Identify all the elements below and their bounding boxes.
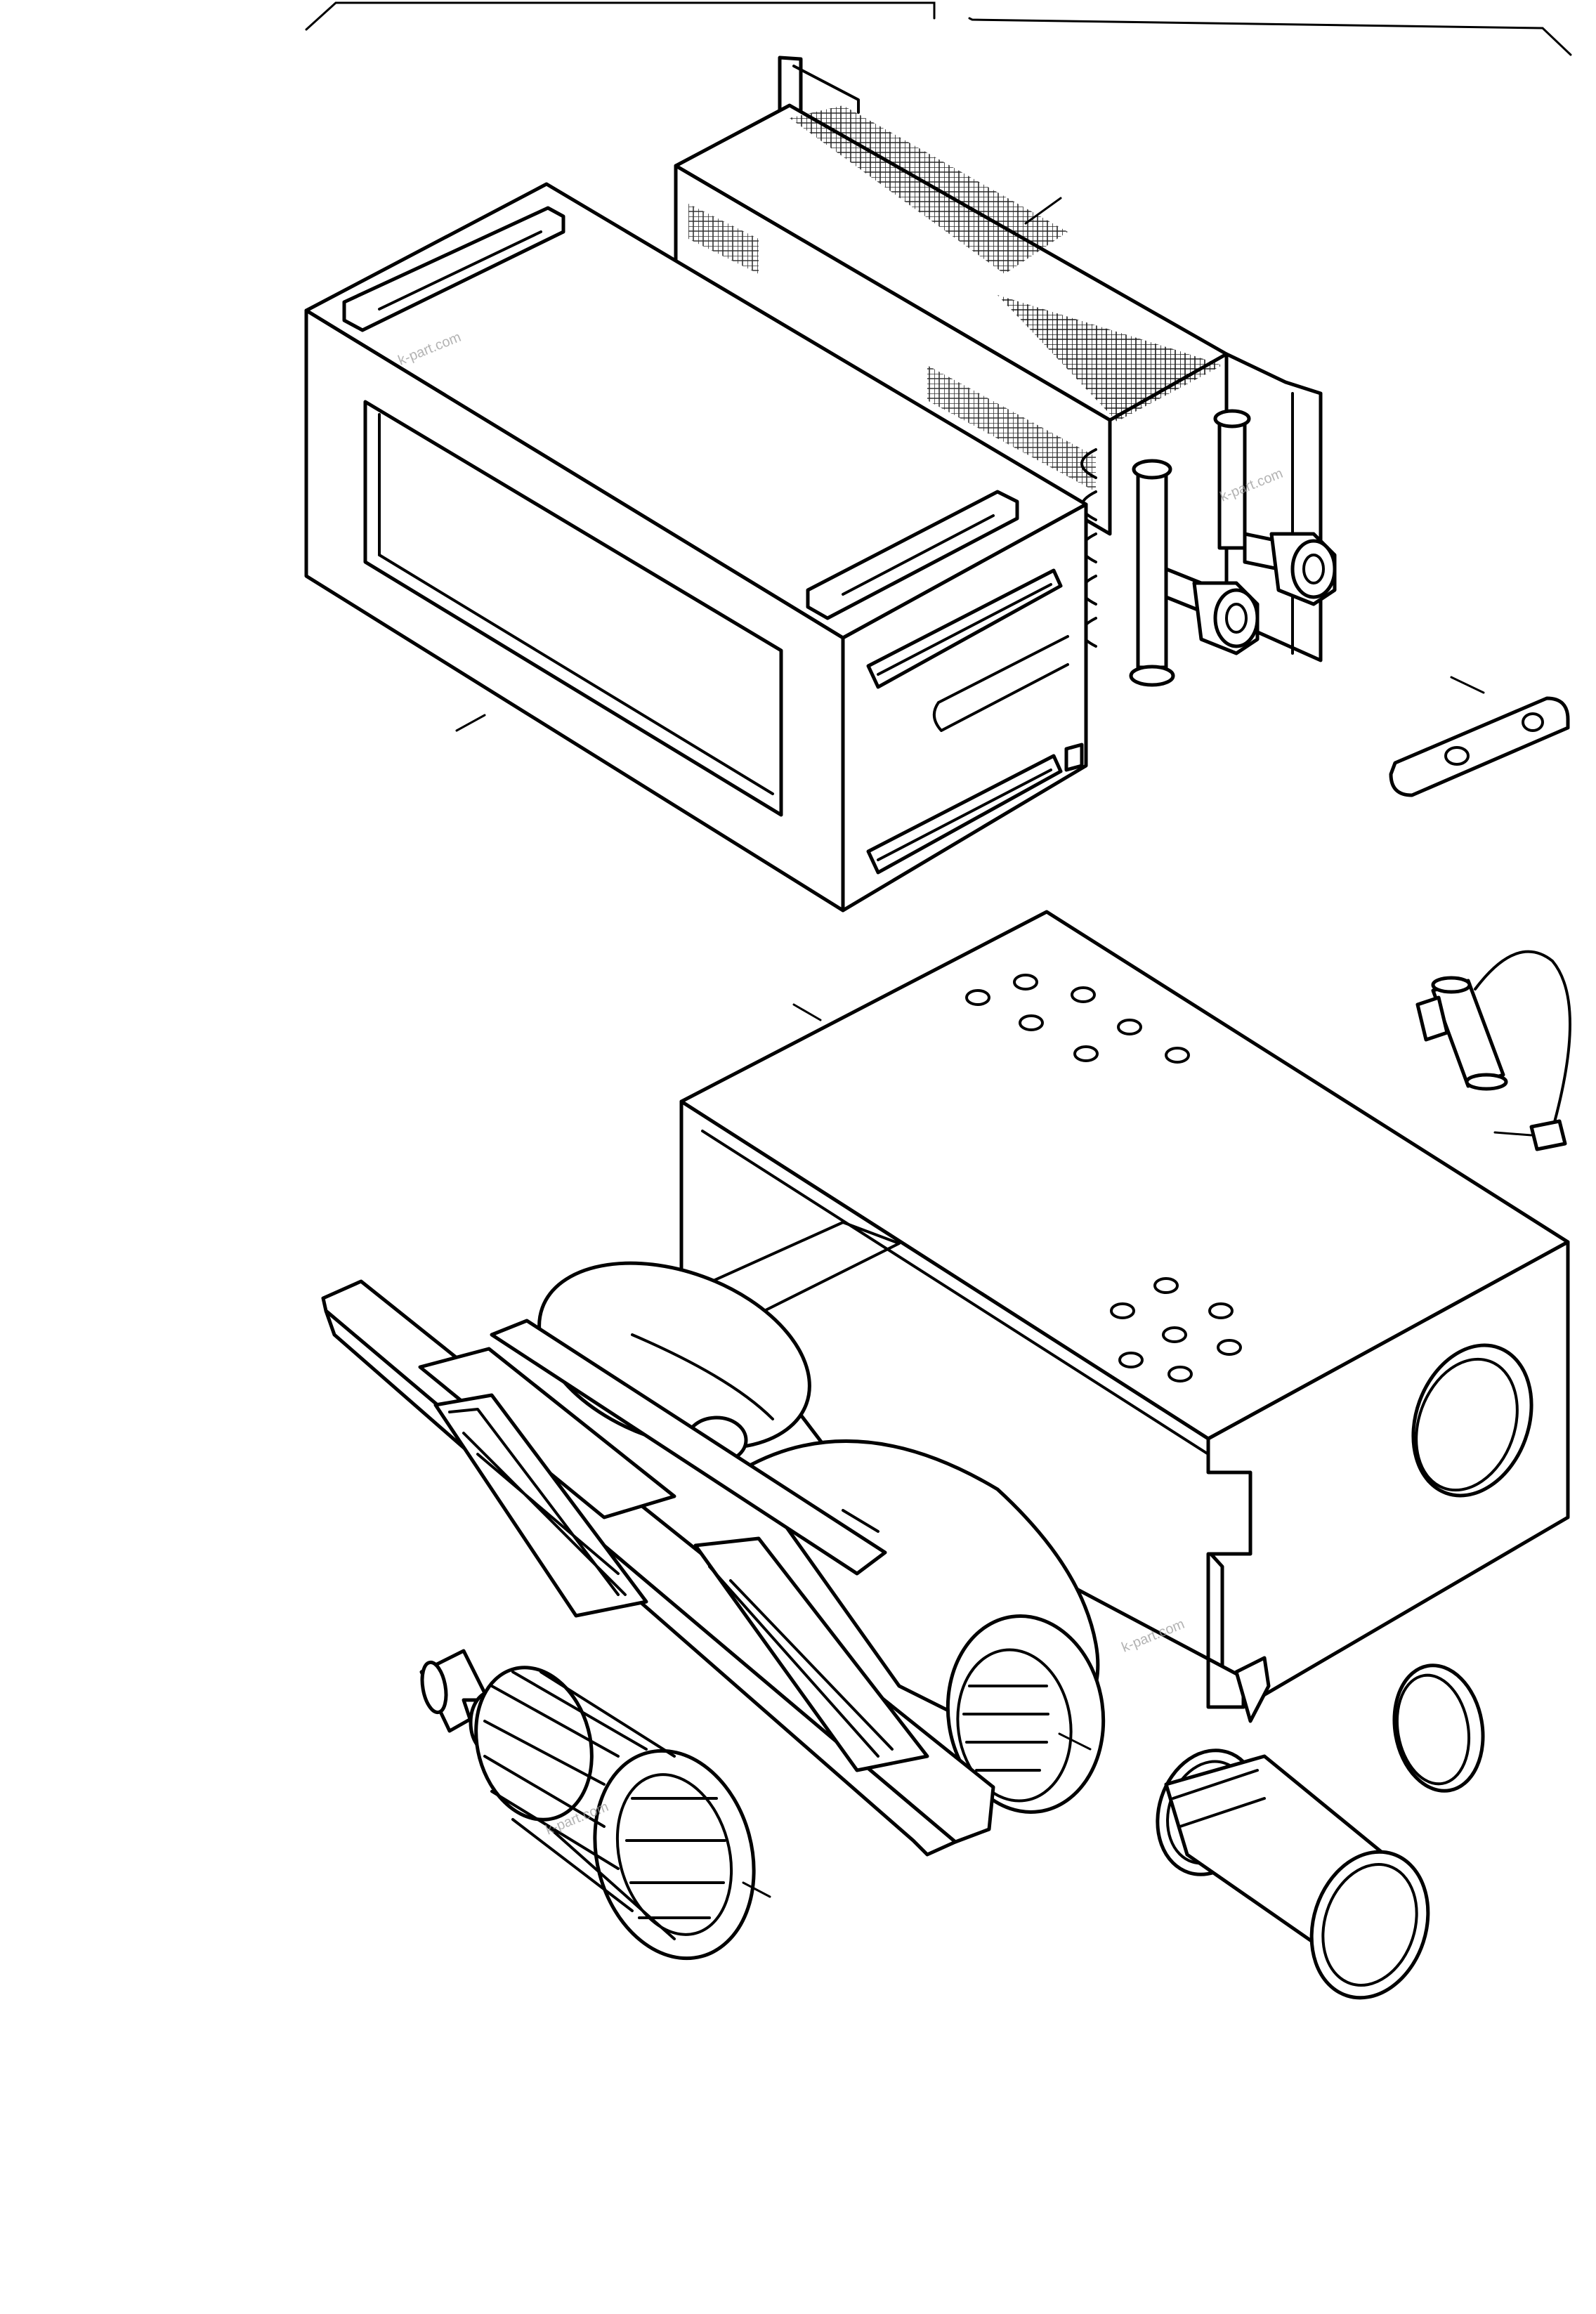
page-border bbox=[305, 1, 1572, 56]
resistor-sensor-with-wire bbox=[1415, 950, 1571, 1151]
blower-case bbox=[679, 910, 1570, 1723]
vent-holes-bottom bbox=[1110, 1277, 1242, 1382]
mounting-bracket-plate bbox=[1389, 676, 1570, 797]
blower-fan-frame bbox=[321, 1261, 1106, 1857]
cover-cap bbox=[1392, 1663, 1485, 1793]
fan-wheel-motor bbox=[419, 1649, 771, 1961]
heater-core-radiator bbox=[674, 55, 1337, 687]
intake-filter-cup bbox=[1156, 1748, 1430, 2000]
heater-housing-duct bbox=[304, 182, 1088, 913]
vent-holes-top bbox=[965, 974, 1190, 1064]
